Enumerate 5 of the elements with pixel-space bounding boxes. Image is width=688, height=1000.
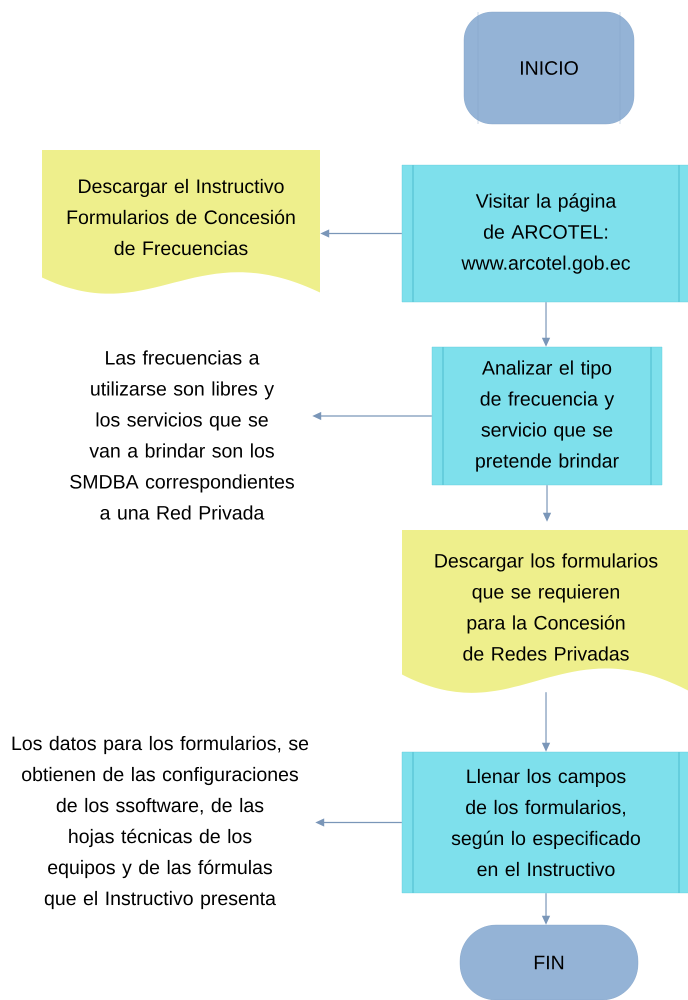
note-text: Los datos para los formularios, se obtienen de las configuraciones de los ssoftware, de las hojas técnicas de los equipos y de las fórmulas que el Instructivo presenta — [12, 736, 308, 910]
process-box: Llenar los campos de los formularios, según lo especificado en el Instructivo — [402, 752, 688, 894]
process-box: Visitar la página de ARCOTEL: www.arcotel.gob.ec — [402, 164, 688, 302]
note-text: Las frecuencias a utilizarse son libres y los servicios que se van a brindar son los SMDBA correspondientes a una Red Privada — [70, 350, 294, 520]
process-box: Analizar el tipo de frecuencia y servicio que se pretende brindar — [432, 346, 662, 486]
